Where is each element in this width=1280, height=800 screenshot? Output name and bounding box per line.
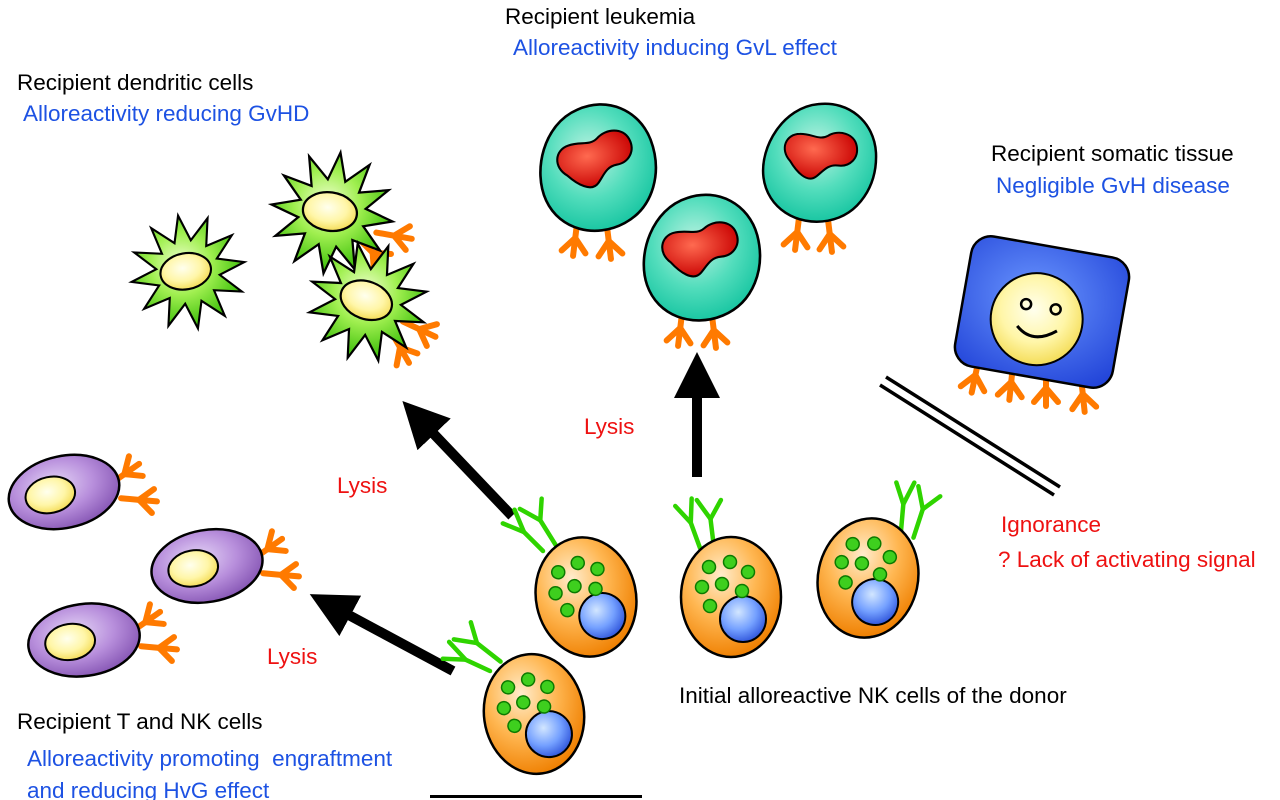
leukemia-title: Recipient leukemia xyxy=(505,4,696,29)
orange-receptor-icon xyxy=(120,486,158,513)
arrow-to-dendritic-cells xyxy=(402,401,516,520)
ignorance-label-line2: ? Lack of activating signal xyxy=(998,547,1256,572)
orange-receptor-icon xyxy=(262,561,300,588)
tnk-cell-icon xyxy=(0,443,128,541)
lysis-arrows xyxy=(309,352,721,676)
somatic-tissue-group xyxy=(950,231,1134,413)
leukemia-cell-icon xyxy=(755,94,885,231)
somatic-tissue-icon xyxy=(950,231,1134,393)
dendritic-cells-group xyxy=(120,142,446,380)
leukemia-cell-icon xyxy=(527,94,668,241)
orange-receptor-icon xyxy=(374,221,414,251)
tnk-subtitle-line2: and reducing HvG effect xyxy=(27,778,270,800)
dendritic-subtitle: Alloreactivity reducing GvHD xyxy=(23,101,310,126)
dendritic-title: Recipient dendritic cells xyxy=(17,70,254,95)
leukemia-cell-icon xyxy=(637,189,766,326)
donor-nk-cell-icon xyxy=(474,646,594,782)
orange-receptor-icon xyxy=(140,634,178,661)
ignorance-label-line1: Ignorance xyxy=(1001,512,1102,537)
donor-nk-cell-icon xyxy=(679,535,783,659)
ignorance-barrier xyxy=(879,375,1061,497)
leukemia-cells-group xyxy=(527,94,885,349)
lysis-label-tnk: Lysis xyxy=(267,644,318,669)
tnk-title: Recipient T and NK cells xyxy=(17,709,263,734)
tnk-cell-icon xyxy=(144,519,270,613)
leukemia-subtitle: Alloreactivity inducing GvL effect xyxy=(513,35,837,60)
somatic-title: Recipient somatic tissue xyxy=(991,141,1234,166)
dendritic-cell-icon xyxy=(120,204,256,340)
donor-nk-cells-group xyxy=(438,477,941,782)
donor-label: Initial alloreactive NK cells of the don… xyxy=(679,683,1067,708)
tnk-cell-icon xyxy=(22,595,146,685)
tnk-subtitle-line1: Alloreactivity promoting engraftment xyxy=(27,746,393,771)
lysis-label-dendritic: Lysis xyxy=(337,473,388,498)
bottom-edge-line xyxy=(430,795,642,798)
arrow-to-tnk-cells xyxy=(309,594,456,676)
tnk-cells-group xyxy=(0,443,300,685)
donor-nk-cell-icon xyxy=(805,507,931,649)
lysis-label-leukemia: Lysis xyxy=(584,414,635,439)
somatic-subtitle: Negligible GvH disease xyxy=(996,173,1230,198)
